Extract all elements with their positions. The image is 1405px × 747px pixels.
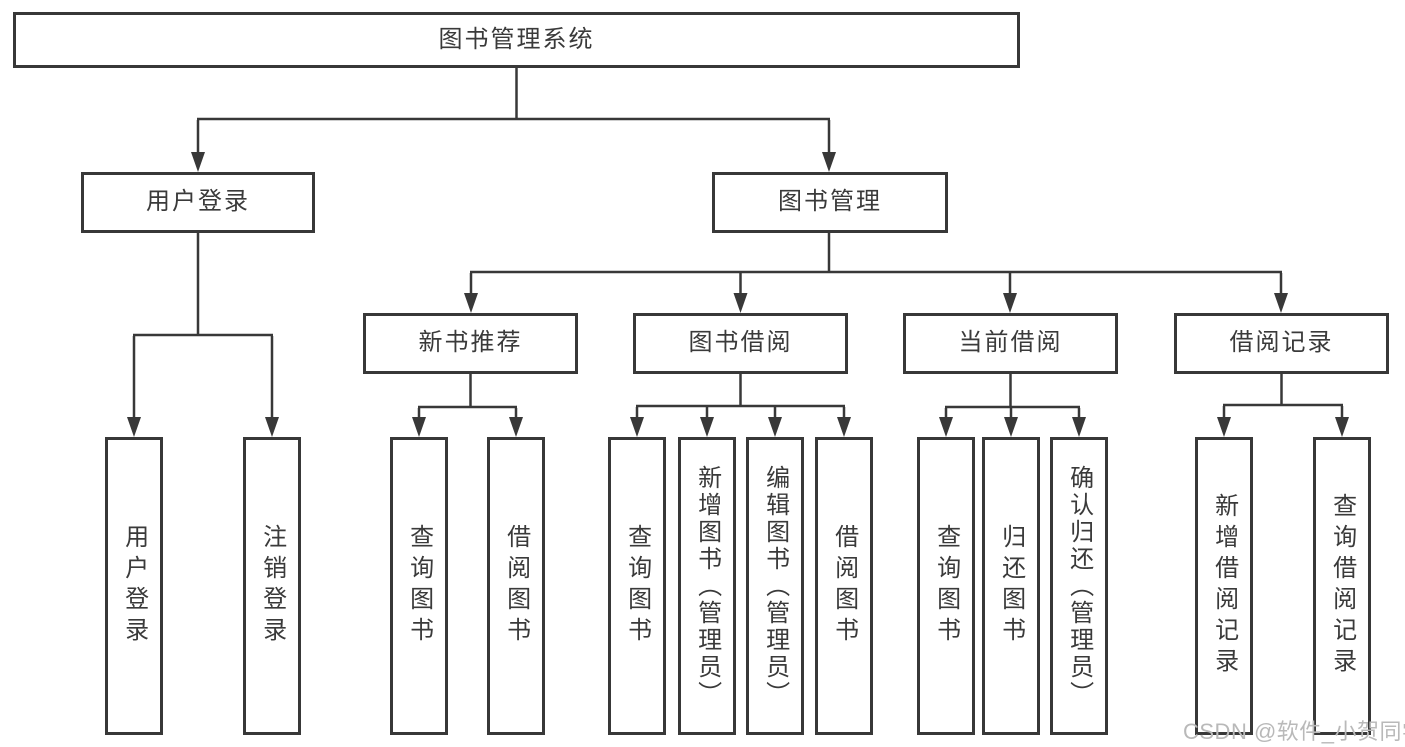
node-current-borrow-label: 当前借阅 bbox=[958, 329, 1063, 357]
arrowhead bbox=[127, 417, 141, 437]
leaf-confirm-return-admin: 确认归还（管理员） bbox=[1050, 437, 1108, 735]
arrowhead bbox=[265, 417, 279, 437]
arrowhead bbox=[1217, 417, 1231, 437]
arrowhead bbox=[1335, 417, 1349, 437]
node-new-book-recommend-label: 新书推荐 bbox=[418, 329, 523, 357]
leaf-add-book-admin-label: 新增图书（管理员） bbox=[693, 464, 721, 708]
node-book-management: 图书管理 bbox=[712, 172, 948, 233]
leaf-query-books-borrow: 查询图书 bbox=[608, 437, 666, 735]
leaf-add-book-admin: 新增图书（管理员） bbox=[678, 437, 736, 735]
leaf-logout-label: 注销登录 bbox=[258, 524, 286, 648]
node-borrow-records-label: 借阅记录 bbox=[1229, 329, 1334, 357]
connector-current-borrow-to-leaves bbox=[939, 374, 1086, 437]
connector-root-to-level2 bbox=[191, 68, 836, 172]
arrowhead bbox=[1003, 293, 1017, 313]
arrowhead bbox=[1072, 417, 1086, 437]
connector-borrow-records-to-leaves bbox=[1217, 374, 1349, 437]
leaf-edit-book-admin-label: 编辑图书（管理员） bbox=[761, 464, 789, 708]
leaf-user-login-label: 用户登录 bbox=[120, 524, 148, 648]
leaf-query-books-borrow-label: 查询图书 bbox=[623, 524, 651, 648]
leaf-query-books-current: 查询图书 bbox=[917, 437, 975, 735]
arrowhead bbox=[768, 417, 782, 437]
node-book-management-label: 图书管理 bbox=[778, 188, 882, 216]
node-user-login-label: 用户登录 bbox=[146, 188, 250, 216]
leaf-add-borrow-record-label: 新增借阅记录 bbox=[1210, 493, 1238, 679]
node-book-borrow-label: 图书借阅 bbox=[688, 329, 793, 357]
leaf-return-book: 归还图书 bbox=[982, 437, 1040, 735]
leaf-logout: 注销登录 bbox=[243, 437, 301, 735]
leaf-borrow-books-label: 借阅图书 bbox=[830, 524, 858, 648]
leaf-borrow-books-recommend-label: 借阅图书 bbox=[502, 524, 530, 648]
leaf-query-books-current-label: 查询图书 bbox=[932, 524, 960, 648]
arrowhead bbox=[191, 152, 205, 172]
csdn-watermark: CSDN @软件_小贺同学 bbox=[1183, 719, 1405, 744]
leaf-add-borrow-record: 新增借阅记录 bbox=[1195, 437, 1253, 735]
leaf-confirm-return-admin-label: 确认归还（管理员） bbox=[1065, 464, 1093, 708]
arrowhead bbox=[700, 417, 714, 437]
leaf-query-borrow-record: 查询借阅记录 bbox=[1313, 437, 1371, 735]
node-new-book-recommend: 新书推荐 bbox=[363, 313, 578, 374]
node-book-borrow: 图书借阅 bbox=[633, 313, 848, 374]
node-root-system-label: 图书管理系统 bbox=[438, 25, 595, 53]
leaf-borrow-books-recommend: 借阅图书 bbox=[487, 437, 545, 735]
arrowhead bbox=[464, 293, 478, 313]
arrowhead bbox=[939, 417, 953, 437]
node-current-borrow: 当前借阅 bbox=[903, 313, 1118, 374]
leaf-return-book-label: 归还图书 bbox=[997, 524, 1025, 648]
connector-book-management-to-level3 bbox=[464, 233, 1288, 313]
arrowhead bbox=[822, 152, 836, 172]
arrowhead bbox=[509, 417, 523, 437]
leaf-query-books-recommend: 查询图书 bbox=[390, 437, 448, 735]
arrowhead bbox=[630, 417, 644, 437]
connector-user-login-to-leaves bbox=[127, 233, 279, 437]
leaf-query-borrow-record-label: 查询借阅记录 bbox=[1328, 493, 1356, 679]
connector-book-borrow-to-leaves bbox=[630, 374, 851, 437]
leaf-edit-book-admin: 编辑图书（管理员） bbox=[746, 437, 804, 735]
arrowhead bbox=[733, 293, 748, 313]
connector-new-book-recommend-to-leaves bbox=[412, 374, 523, 437]
arrowhead bbox=[1004, 417, 1018, 437]
leaf-query-books-recommend-label: 查询图书 bbox=[405, 524, 433, 648]
node-borrow-records: 借阅记录 bbox=[1174, 313, 1389, 374]
arrowhead bbox=[837, 417, 851, 437]
node-user-login: 用户登录 bbox=[81, 172, 315, 233]
node-root-system: 图书管理系统 bbox=[13, 12, 1020, 68]
leaf-user-login: 用户登录 bbox=[105, 437, 163, 735]
arrowhead bbox=[1274, 293, 1288, 313]
leaf-borrow-books: 借阅图书 bbox=[815, 437, 873, 735]
arrowhead bbox=[412, 417, 426, 437]
